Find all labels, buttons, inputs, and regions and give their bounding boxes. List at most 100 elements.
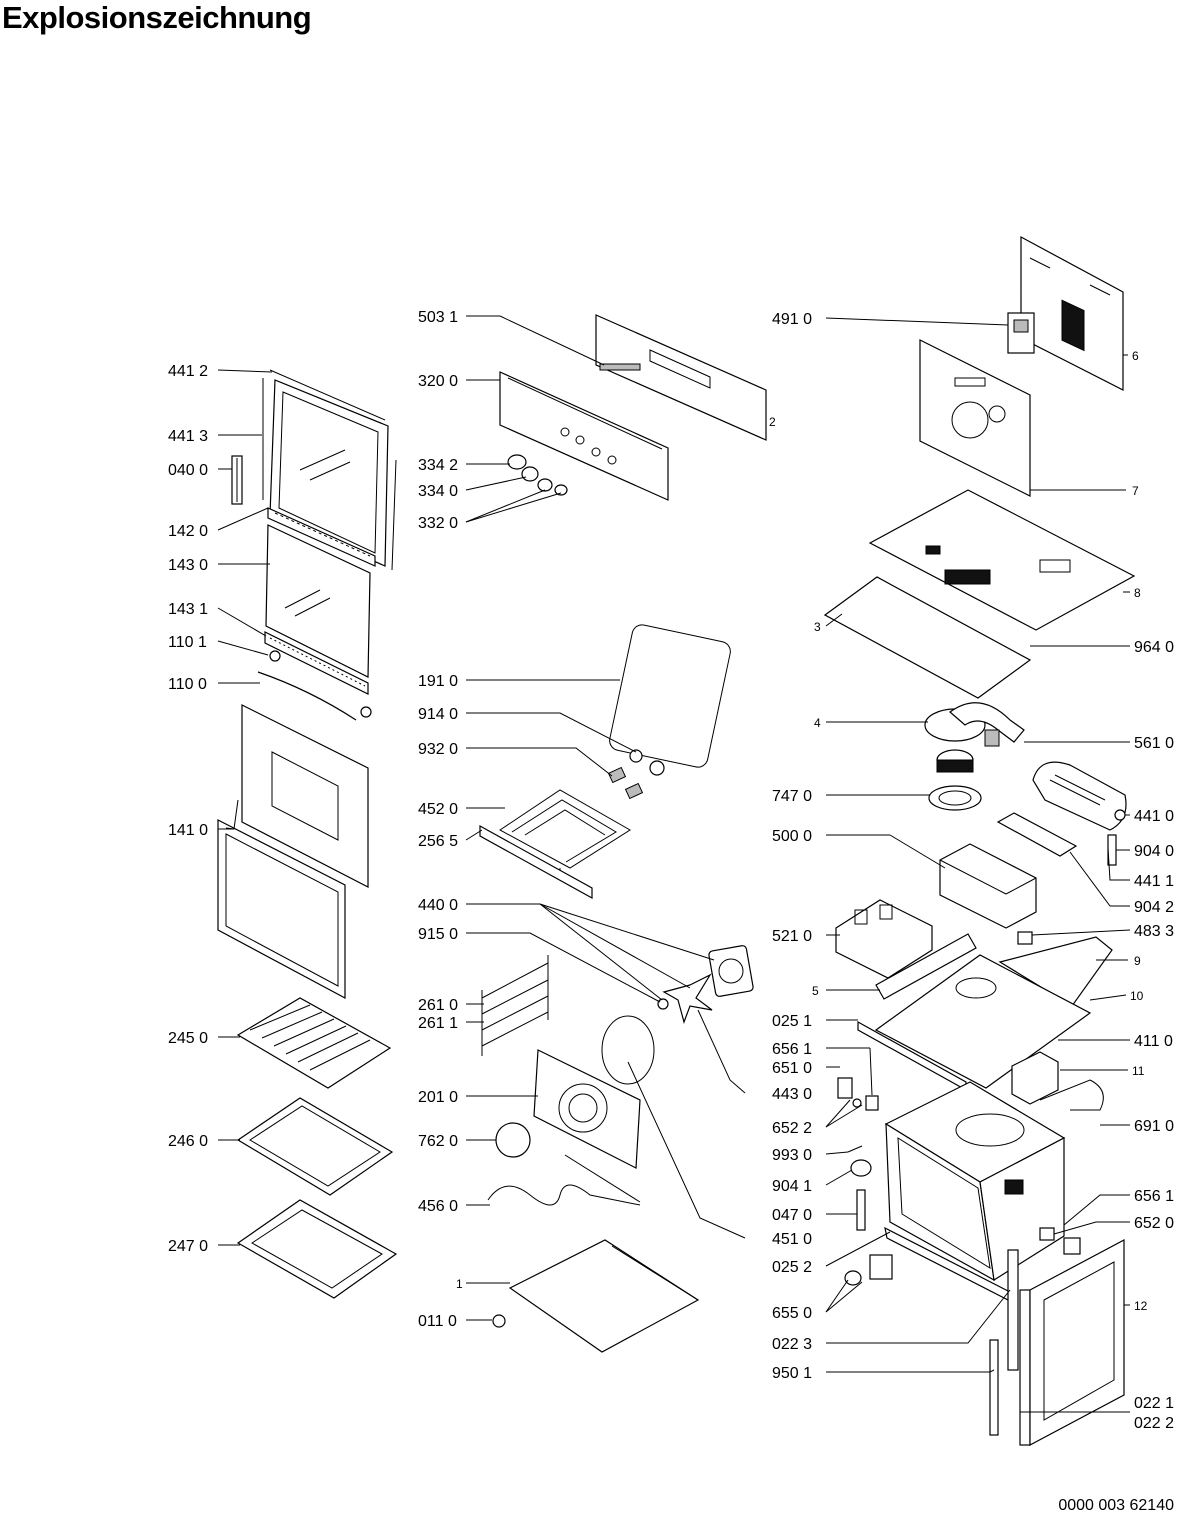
label-904-1: 904 1 [772, 1178, 812, 1195]
thermostat-part [1007, 312, 1035, 354]
label-047-0: 047 0 [772, 1207, 812, 1224]
label-651-0: 651 0 [772, 1060, 812, 1077]
label-483-3: 483 3 [1134, 923, 1174, 940]
junction-box-part [1011, 1051, 1059, 1105]
label-334-2: 334 2 [418, 457, 458, 474]
microswitch-parts [837, 1077, 879, 1111]
label-12: 12 [1134, 1299, 1148, 1313]
page-title: Explosionszeichnung [2, 0, 312, 35]
label-747-0: 747 0 [772, 788, 812, 805]
top-cover-part [868, 489, 1136, 631]
label-915-0: 915 0 [418, 926, 458, 943]
lamp-parts [607, 749, 665, 800]
base-plate-part [874, 954, 1092, 1089]
control-panel-cover-part [595, 314, 767, 441]
label-022-1: 022 1 [1134, 1395, 1174, 1412]
label-8: 8 [1134, 586, 1141, 600]
document-number: 0000 003 62140 [1058, 1497, 1174, 1514]
label-441-0: 441 0 [1134, 808, 1174, 825]
label-143-1: 143 1 [168, 601, 208, 618]
connector-part [1017, 931, 1033, 945]
screw-993-part [847, 1145, 863, 1153]
control-panel-part [499, 371, 669, 501]
bracket-5-part [875, 933, 977, 1000]
label-142-0: 142 0 [168, 523, 208, 540]
wire-rack-part [236, 997, 392, 1089]
relay-board-part [835, 899, 933, 979]
label-040-0: 040 0 [168, 462, 208, 479]
label-652-0: 652 0 [1134, 1215, 1174, 1232]
insulation-plate-part [823, 576, 1032, 699]
label-2: 2 [769, 415, 776, 429]
door-12-part [1029, 1239, 1125, 1446]
label-452-0: 452 0 [418, 801, 458, 818]
label-5: 5 [812, 984, 819, 998]
label-762-0: 762 0 [418, 1133, 458, 1150]
label-110-1: 110 1 [168, 634, 207, 651]
label-9: 9 [1134, 954, 1141, 968]
label-011-0: 011 0 [418, 1313, 457, 1330]
lamp-socket-part [850, 1159, 872, 1177]
label-201-0: 201 0 [418, 1089, 458, 1106]
label-6: 6 [1132, 349, 1139, 363]
label-320-0: 320 0 [418, 373, 458, 390]
heater-bracket-part [479, 824, 593, 900]
label-261-1: 261 1 [418, 1015, 458, 1032]
fan-adapter-part [928, 785, 982, 811]
label-443-0: 443 0 [772, 1086, 812, 1103]
inner-glass-part [265, 524, 371, 678]
label-245-0: 245 0 [168, 1030, 208, 1047]
label-691-0: 691 0 [1134, 1118, 1174, 1135]
label-261-0: 261 0 [418, 997, 458, 1014]
fan-cover-part [533, 1049, 641, 1169]
bottom-plate-part [508, 1239, 700, 1353]
cooling-fan-duct-part [924, 702, 1025, 747]
screw-part [492, 1314, 506, 1328]
label-256-5: 256 5 [418, 833, 458, 850]
label-932-0: 932 0 [418, 741, 458, 758]
label-110-0: 110 0 [168, 676, 207, 693]
label-993-0: 993 0 [772, 1147, 812, 1164]
label-411-0: 411 0 [1134, 1033, 1173, 1050]
label-656-1-b: 656 1 [1134, 1188, 1174, 1205]
label-655-0: 655 0 [772, 1305, 812, 1322]
middle-labels: 503 1 320 0 334 2 334 0 332 0 191 0 914 … [418, 309, 812, 1330]
label-500-0: 500 0 [772, 828, 812, 845]
back-panel-part [1020, 235, 1124, 391]
outer-door-glass-part [217, 704, 369, 1000]
fan-ring-part [601, 1015, 655, 1085]
label-950-1: 950 1 [772, 1365, 812, 1382]
label-247-0: 247 0 [168, 1238, 208, 1255]
fan-wheel-part [657, 973, 713, 1024]
label-11: 11 [1132, 1064, 1145, 1078]
label-025-1: 025 1 [772, 1013, 812, 1030]
terminal-block-part [996, 812, 1078, 857]
label-456-0: 456 0 [418, 1198, 458, 1215]
leader-lines [217, 315, 1131, 1413]
bottom-heater-part [487, 1154, 641, 1206]
filter-part [936, 749, 974, 773]
label-022-2: 022 2 [1134, 1415, 1174, 1432]
selector-switch-parts [844, 1254, 893, 1286]
drip-pan-part [236, 1199, 398, 1299]
label-561-0: 561 0 [1134, 735, 1174, 752]
label-441-1: 441 1 [1134, 873, 1174, 890]
label-521-0: 521 0 [772, 928, 812, 945]
label-656-1-a: 656 1 [772, 1041, 812, 1058]
label-440-0: 440 0 [418, 897, 458, 914]
label-10: 10 [1130, 989, 1144, 1003]
fan-motor-part [708, 945, 754, 997]
rear-cover-part [919, 339, 1031, 497]
right-labels: 491 0 6 7 8 3 964 0 4 561 0 747 0 441 0 … [772, 311, 1174, 1432]
knob-parts [507, 454, 568, 496]
tangential-fan-part [1032, 761, 1127, 831]
label-964-0: 964 0 [1134, 639, 1174, 656]
label-451-0: 451 0 [772, 1231, 812, 1248]
label-904-0: 904 0 [1134, 843, 1174, 860]
label-246-0: 246 0 [168, 1133, 208, 1150]
handle-part [257, 650, 372, 721]
label-3: 3 [814, 620, 821, 634]
label-491-0: 491 0 [772, 311, 812, 328]
label-7: 7 [1132, 484, 1139, 498]
label-143-0: 143 0 [168, 557, 208, 574]
